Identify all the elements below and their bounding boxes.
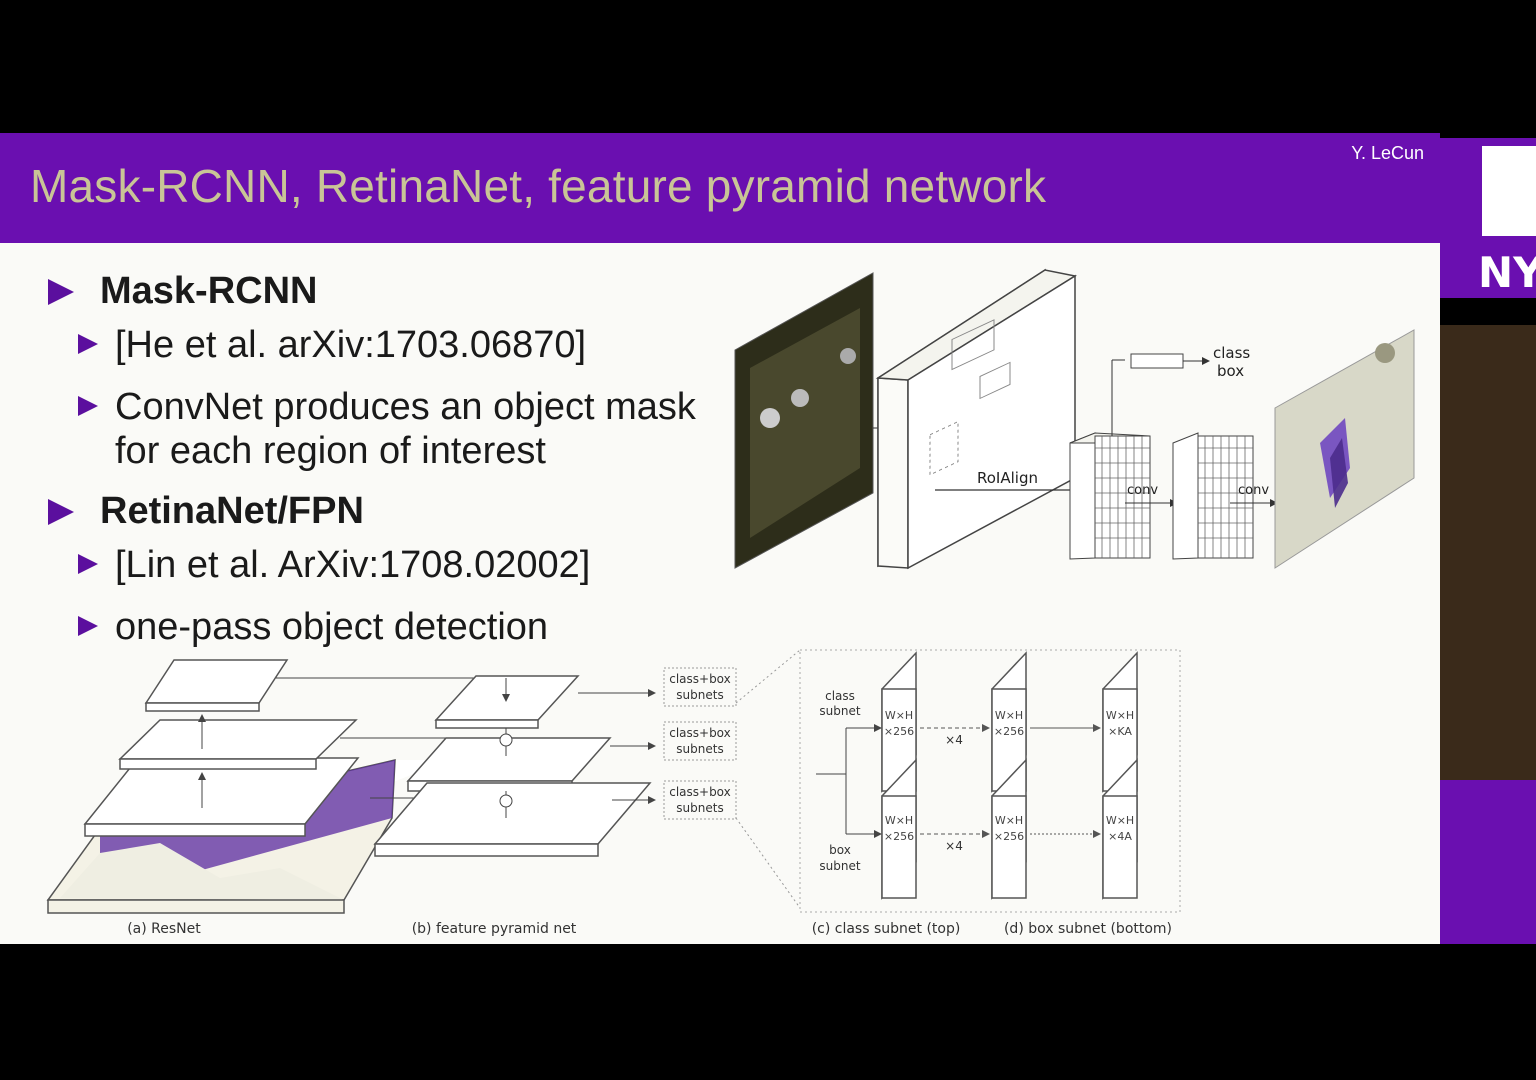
class-fm-2: W×H ×256 [991,651,1027,793]
x4-label: ×4 [945,839,963,853]
slide: Mask-RCNN, RetinaNet, feature pyramid ne… [0,133,1440,944]
bullet-arrow-icon [48,279,74,305]
slide-title: Mask-RCNN, RetinaNet, feature pyramid ne… [30,160,1047,212]
subnets-label: subnets [676,801,723,815]
fm-label: ×256 [994,830,1024,843]
subnets-label: subnets [676,742,723,756]
resnet-level-1 [118,719,358,770]
subnets-label: class+box [669,785,731,799]
bullet-mask-desc-2: for each region of interest [115,430,546,472]
fpn-level-0 [434,675,580,729]
fm-label: W×H [1106,709,1134,722]
camera-feed [1440,325,1536,780]
subnets-label: class+box [669,726,731,740]
fpn-level-2 [373,782,652,857]
subnets-label: subnets [676,688,723,702]
subnets-box-1 [663,667,737,707]
sub-bullet-arrow-icon [78,554,98,574]
fc-head [1130,353,1184,369]
box-fm-2: W×H ×256 [991,758,1027,900]
sub-bullet-arrow-icon [78,396,98,416]
subnets-box-3 [663,780,737,820]
subnet-zoom-box [799,649,1181,913]
caption-resnet: (a) ResNet [127,921,201,937]
resnet-level-0 [144,659,289,712]
box-fm-3: W×H ×4A [1102,758,1138,900]
caption-fpn: (b) feature pyramid net [412,921,577,937]
fpn-diagram: class+box subnets class+box subnets clas… [46,649,1181,937]
torch-icon [1482,146,1536,236]
box-label: box [1217,362,1244,380]
mask-rcnn-diagram: RoIAlign class box conv conv [734,268,1415,570]
image-people [750,308,860,538]
x4-label: ×4 [945,733,963,747]
class-subnet-label: class [825,689,855,703]
class-fm-1: W×H ×256 [881,651,917,793]
class-label: class [1213,344,1250,362]
fm-label: W×H [995,814,1023,827]
resnet-level-2 [83,757,360,837]
plus-icon [499,733,513,747]
fm-label: W×H [1106,814,1134,827]
plus-icon [499,794,513,808]
sub-bullet-arrow-icon [78,616,98,636]
fm-label: ×256 [884,725,914,738]
fm-label: ×KA [1108,725,1132,738]
fm-label: W×H [885,709,913,722]
fm-label: W×H [995,709,1023,722]
fm-label: ×256 [994,725,1024,738]
caption-box-subnet: (d) box subnet (bottom) [1004,921,1172,937]
bullet-arrow-icon [48,499,74,525]
bullet-retina-desc: one-pass object detection [115,606,549,648]
nyu-logo-text: NY [1478,248,1536,297]
conv-label-2: conv [1238,483,1269,498]
fm-label: ×4A [1108,830,1132,843]
caption-class-subnet: (c) class subnet (top) [812,921,961,937]
camera-feed-lower [1440,780,1536,944]
bullet-mask-rcnn: Mask-RCNN [100,270,318,312]
class-subnet-label: subnet [819,704,860,718]
bullet-mask-ref: [He et al. arXiv:1703.06870] [115,324,587,366]
title-bar: Mask-RCNN, RetinaNet, feature pyramid ne… [0,133,1440,243]
sub-bullet-arrow-icon [78,334,98,354]
fm-label: W×H [885,814,913,827]
roialign-label: RoIAlign [977,469,1038,487]
author-label: Y. LeCun [1351,143,1424,163]
subnets-box-2 [663,721,737,761]
fm-label: ×256 [884,830,914,843]
box-subnet-label: box [829,843,851,857]
box-fm-1: W×H ×256 [881,758,917,900]
box-subnet-label: subnet [819,859,860,873]
conv-label-1: conv [1127,483,1158,498]
bullet-retinanet: RetinaNet/FPN [100,490,364,532]
bullet-mask-desc-1: ConvNet produces an object mask [115,386,696,428]
subnets-label: class+box [669,672,731,686]
bullet-retina-ref: [Lin et al. ArXiv:1708.02002] [115,544,591,586]
